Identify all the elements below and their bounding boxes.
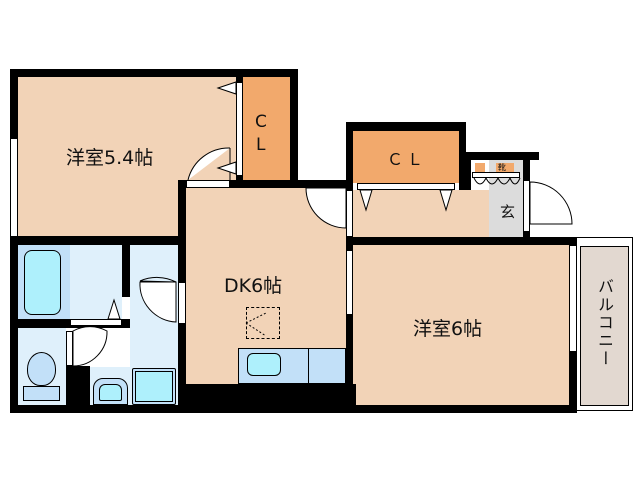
western-room-5-4-label: 洋室5.4帖: [66, 147, 154, 169]
wall: [346, 122, 466, 131]
toilet-tank-icon: [23, 386, 60, 401]
wall: [346, 237, 577, 245]
shoe-box-left: [475, 163, 485, 172]
wall: [459, 152, 539, 160]
entrance-label: 玄: [500, 203, 516, 221]
balcony-label: バルコニー: [595, 278, 614, 368]
kitchen-counter-divider: [308, 348, 309, 384]
closet-1-label-l: L: [256, 135, 266, 155]
bath-door-opening[interactable]: [70, 319, 122, 326]
wall: [10, 69, 18, 139]
wall: [10, 69, 243, 77]
closet-1-label-c: C: [255, 112, 267, 132]
western-room-6-label: 洋室6帖: [413, 318, 483, 340]
shoe-box-right: [496, 163, 514, 172]
wall: [10, 236, 186, 245]
window-west[interactable]: [10, 139, 18, 236]
western-room-6: [353, 245, 569, 405]
closet-2-sliding-door[interactable]: [357, 183, 455, 190]
wall: [186, 384, 356, 405]
closet-1-sliding-door[interactable]: [236, 82, 243, 176]
wall: [290, 69, 298, 188]
wall: [230, 180, 346, 188]
kitchen-sink-icon: [247, 353, 281, 376]
toilet-bowl-icon: [27, 352, 56, 386]
closet-2-label: ＣＬ: [387, 150, 428, 169]
balcony: [580, 246, 629, 406]
closet-2: [353, 131, 459, 183]
hall: [353, 190, 489, 237]
washing-machine-inner-icon: [135, 371, 173, 402]
closet-1: [243, 77, 290, 181]
wall: [346, 405, 577, 413]
wall: [10, 236, 18, 413]
balcony-window[interactable]: [569, 246, 577, 351]
wash-door-opening[interactable]: [178, 282, 186, 324]
bathtub-icon: [24, 250, 61, 315]
wall: [236, 69, 298, 77]
wall: [466, 160, 471, 190]
wall: [122, 245, 130, 297]
shoe-box-doors[interactable]: [472, 172, 520, 178]
wall: [66, 366, 90, 405]
room1-door-opening[interactable]: [186, 180, 230, 188]
shoe-box-label: 靴: [498, 163, 506, 172]
dining-kitchen-label: DK6帖: [224, 275, 283, 297]
dk-sliding-door[interactable]: [346, 250, 353, 315]
wash-basin-bowl-icon: [99, 384, 122, 401]
